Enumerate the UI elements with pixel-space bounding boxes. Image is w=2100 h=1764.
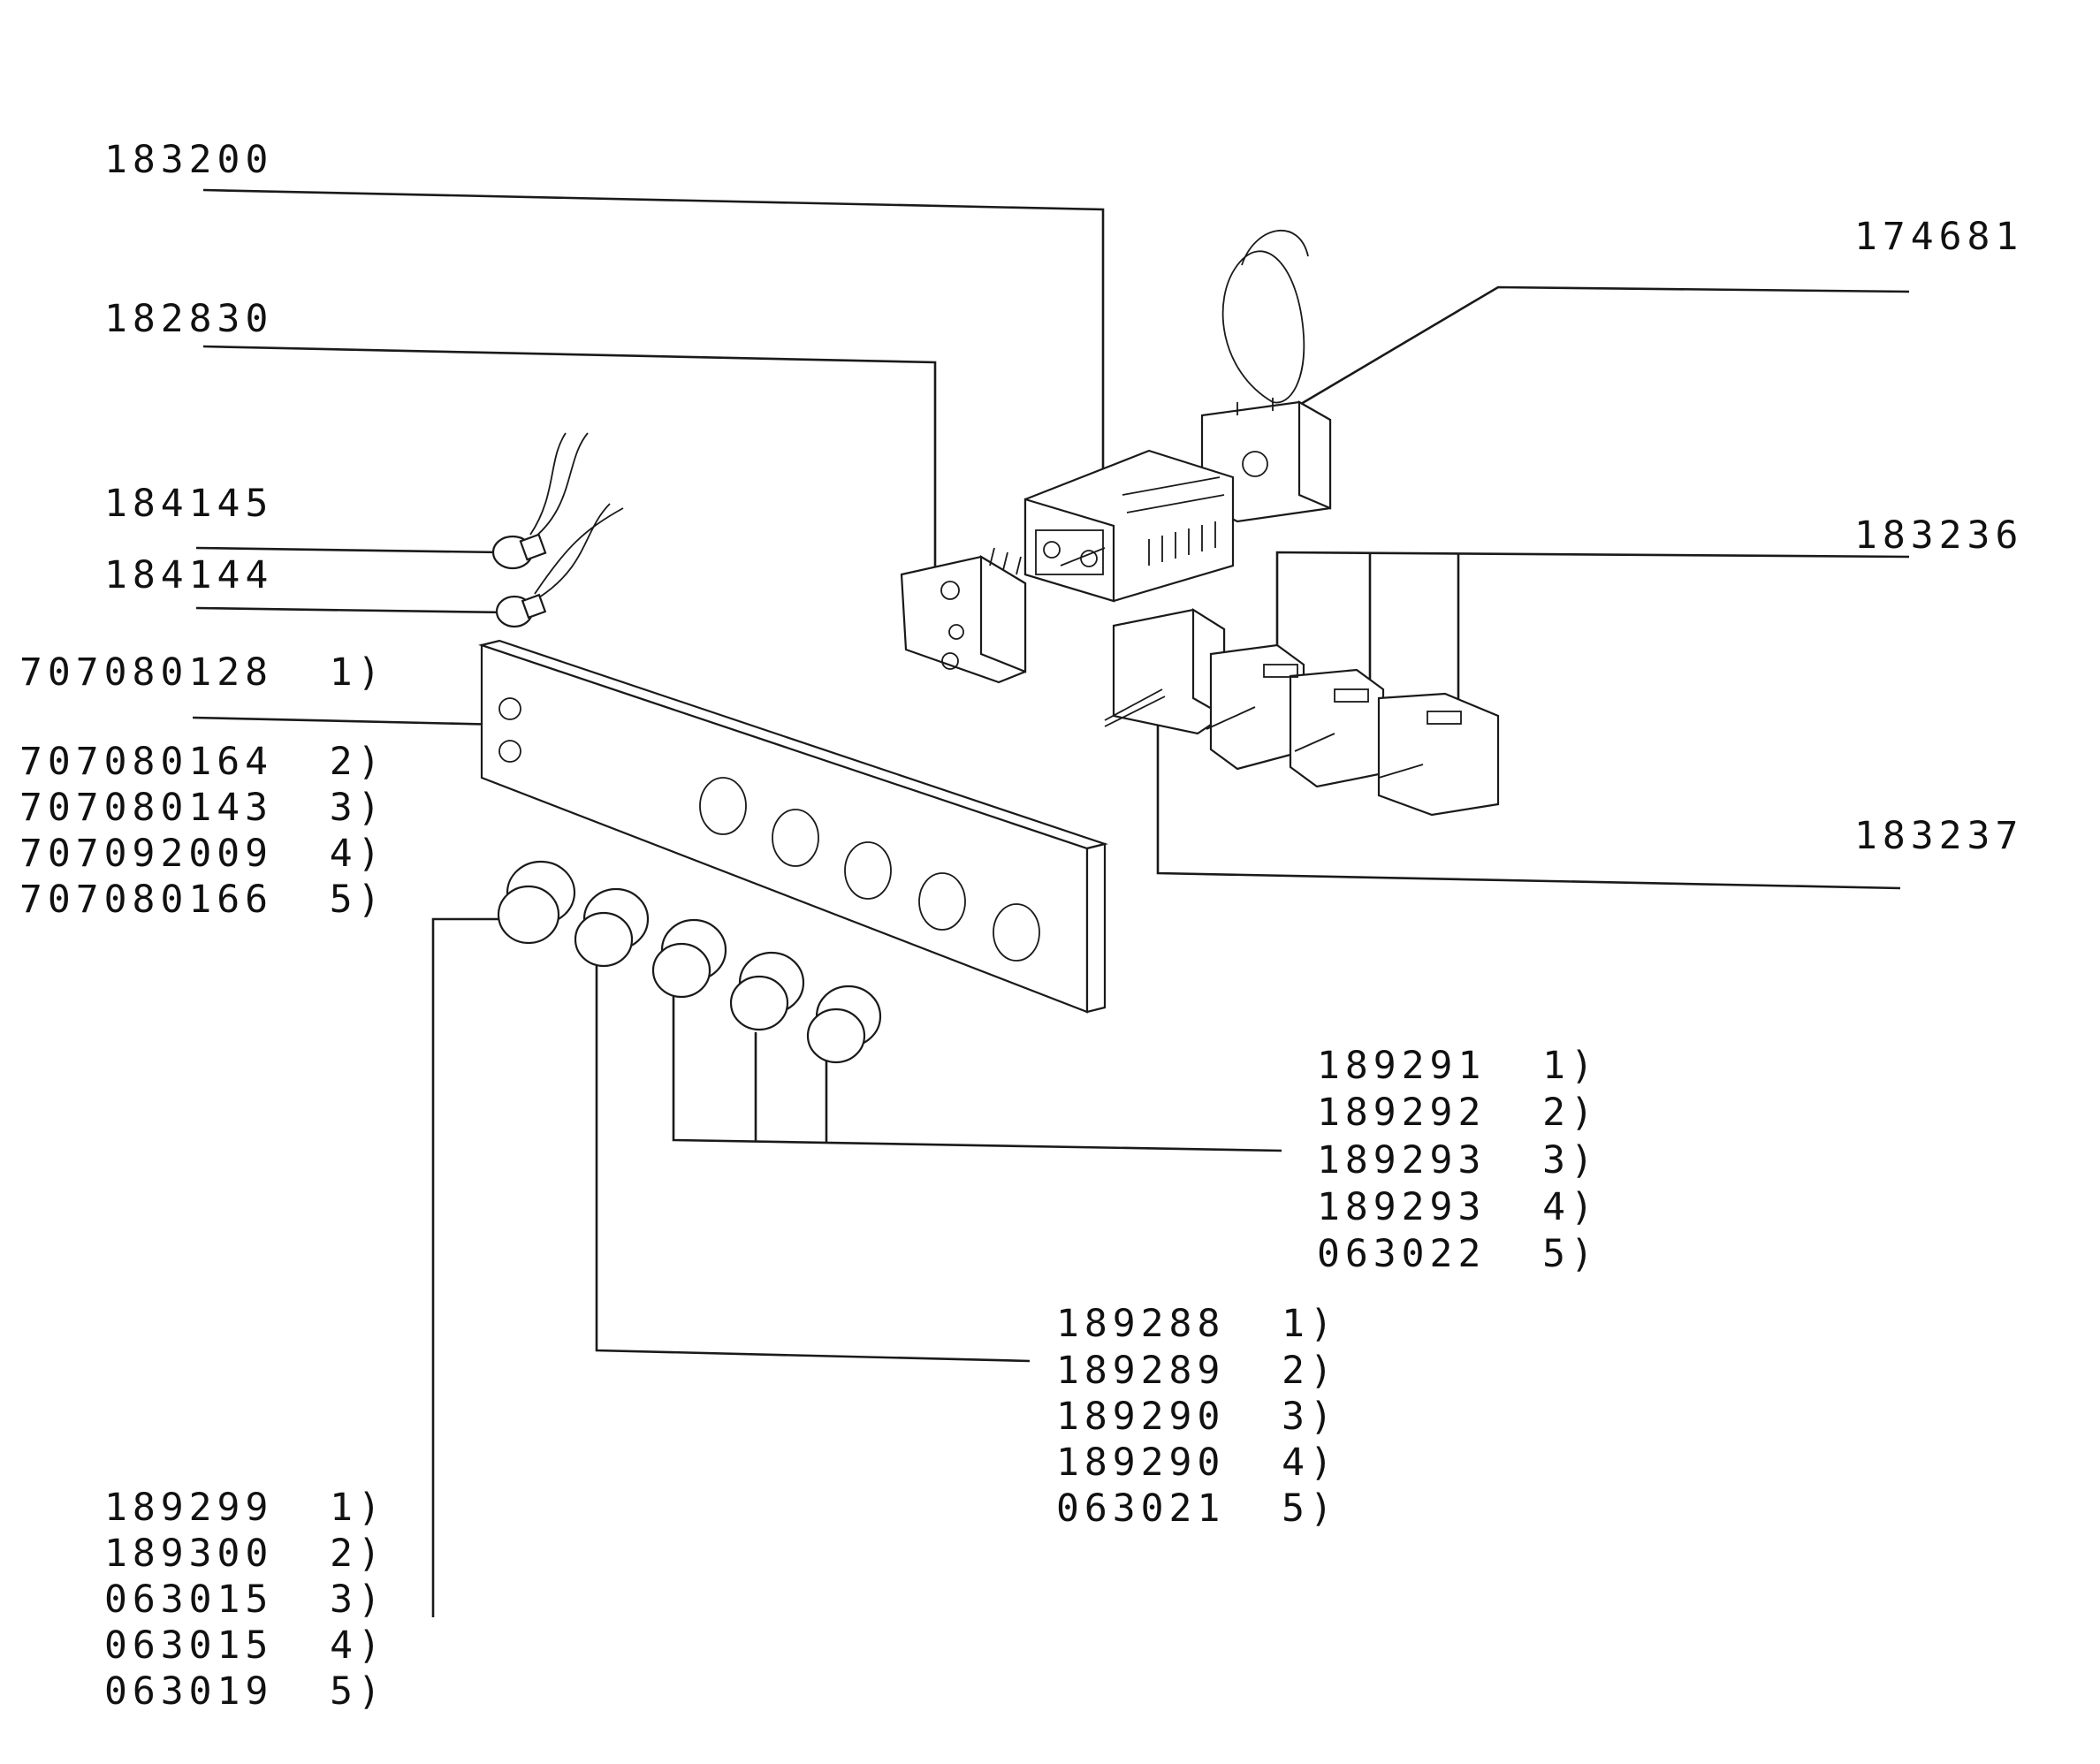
label-184145: 184145 <box>104 482 273 526</box>
panel-knob-hole-1 <box>699 777 747 835</box>
leader-184144 <box>195 606 509 614</box>
panel-variant-list: 707080128 1) 707080164 2) 707080143 3) 7… <box>19 650 386 922</box>
panel-hole-2 <box>498 740 521 763</box>
panel-variant-1: 707080128 1) <box>19 650 386 695</box>
panel-knob-hole-4 <box>918 872 966 931</box>
knob-c-variant-5: 063019 5) <box>104 1669 386 1714</box>
knob-a-variant-1: 189291 1) <box>1317 1044 1599 1088</box>
label-184144: 184144 <box>104 553 273 597</box>
leader-183200 <box>202 188 1105 482</box>
knob-4 <box>729 951 805 1031</box>
knob-a-variant-5: 063022 5) <box>1317 1232 1599 1276</box>
panel-knob-hole-2 <box>772 809 819 867</box>
timer-pins <box>1148 521 1216 566</box>
knob-b-variant-3: 189290 3) <box>1056 1395 1338 1439</box>
knob-1 <box>497 860 576 945</box>
control-panel <box>478 639 1108 1014</box>
knob-group-b-list: 189288 1) 189289 2) 189290 3) 189290 4) … <box>1056 1302 1338 1531</box>
knob-b-variant-5: 063021 5) <box>1056 1486 1338 1531</box>
knob-a-variant-3: 189293 3) <box>1317 1138 1599 1182</box>
knob-a-variant-2: 189292 2) <box>1317 1091 1599 1135</box>
leader-knob-b <box>595 954 1031 1363</box>
knob-2 <box>574 887 650 968</box>
knob-5 <box>806 985 882 1064</box>
knob-group-a-list: 189291 1) 189292 2) 189293 3) 189293 4) … <box>1317 1044 1599 1276</box>
label-183237: 183237 <box>1854 814 2023 858</box>
socket-block <box>900 547 1027 684</box>
panel-variant-2: 707080164 2) <box>19 740 386 784</box>
leader-182830 <box>202 345 937 583</box>
label-174681: 174681 <box>1854 215 2023 259</box>
knob-group-c-list: 189299 1) 189300 2) 063015 3) 063015 4) … <box>104 1486 386 1714</box>
knob-b-variant-2: 189289 2) <box>1056 1349 1338 1393</box>
leader-knob-a <box>672 983 1282 1152</box>
label-183200: 183200 <box>104 138 273 182</box>
knob-a-variant-4: 189293 4) <box>1317 1185 1599 1229</box>
panel-variant-4: 707092009 4) <box>19 832 386 876</box>
panel-variant-3: 707080143 3) <box>19 786 386 830</box>
leader-lines <box>192 188 1910 1617</box>
lamp-holder-lower <box>495 503 624 628</box>
panel-variant-5: 707080166 5) <box>19 878 386 922</box>
panel-knob-hole-5 <box>993 903 1040 962</box>
clock-module <box>1200 229 1332 523</box>
leader-panel <box>192 716 505 726</box>
label-182830: 182830 <box>104 297 273 341</box>
knob-b-variant-4: 189290 4) <box>1056 1441 1338 1485</box>
leader-183236 <box>1275 551 1910 658</box>
panel-knob-hole-3 <box>844 841 892 900</box>
label-183236: 183236 <box>1854 513 2023 558</box>
lamp-holder-upper <box>491 432 589 570</box>
knob-3 <box>651 918 727 999</box>
knob-c-variant-3: 063015 3) <box>104 1578 386 1622</box>
panel-hole-1 <box>498 697 521 720</box>
knob-b-variant-1: 189288 1) <box>1056 1302 1338 1346</box>
knob-c-variant-4: 063015 4) <box>104 1623 386 1668</box>
knob-c-variant-2: 189300 2) <box>104 1532 386 1576</box>
leader-knob-c <box>431 917 502 1617</box>
leader-183237 <box>1156 725 1901 890</box>
leader-184145 <box>195 546 503 554</box>
main-timer-module <box>1023 449 1235 603</box>
switch-block <box>1104 608 1500 817</box>
leader-174681 <box>1281 285 1910 417</box>
knob-c-variant-1: 189299 1) <box>104 1486 386 1530</box>
